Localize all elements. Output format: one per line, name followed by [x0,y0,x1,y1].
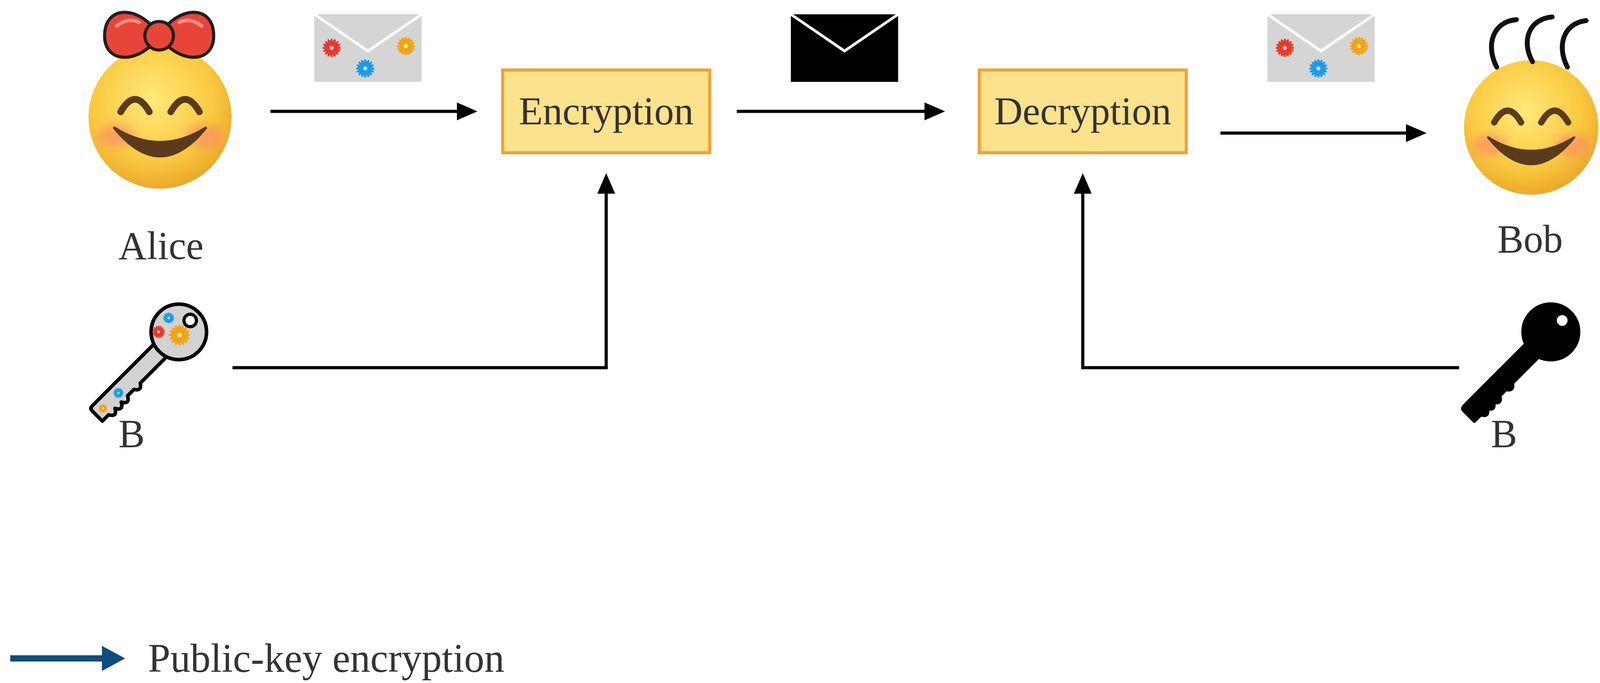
connector-line [736,109,925,114]
arrow-head [1073,173,1092,194]
person-node: Bob [1461,4,1599,262]
box-label: Decryption [994,89,1172,134]
key-node: B [1452,295,1592,456]
red-bow [104,12,214,58]
arrow-head [456,102,478,121]
connector-arrow [736,102,946,121]
alice-emoji [88,12,232,189]
legend-arrow [10,645,126,671]
connector-line [270,109,457,114]
figure-label: B [118,411,145,456]
public-key-icon [76,292,219,435]
arrow-head [1405,124,1427,143]
connector-arrow [1220,124,1427,143]
arrow-head [924,102,946,121]
plain-envelope [1267,14,1375,82]
connector-line [232,193,607,368]
private-key-icon [1448,292,1591,435]
figure-label: B [1490,411,1518,456]
process-box: Decryption [977,68,1188,155]
connector-line [1082,193,1460,368]
figure-label: Alice [118,223,204,269]
arrow-head [597,173,616,194]
box-label: Encryption [518,89,694,134]
connector-arrow [270,102,478,121]
cipher-envelope [790,14,899,82]
plain-envelope [314,14,422,82]
connector-line [1220,131,1406,135]
process-box: Encryption [501,68,712,155]
legend-label: Public-key encryption [147,634,505,682]
connector-arrow [1073,173,1460,368]
bob-emoji [1464,16,1599,195]
key-node: B [80,295,215,456]
person-node: Alice [84,4,237,269]
bob-hair [1491,16,1587,68]
connector-arrow [232,173,616,368]
figure-label: Bob [1497,217,1563,262]
